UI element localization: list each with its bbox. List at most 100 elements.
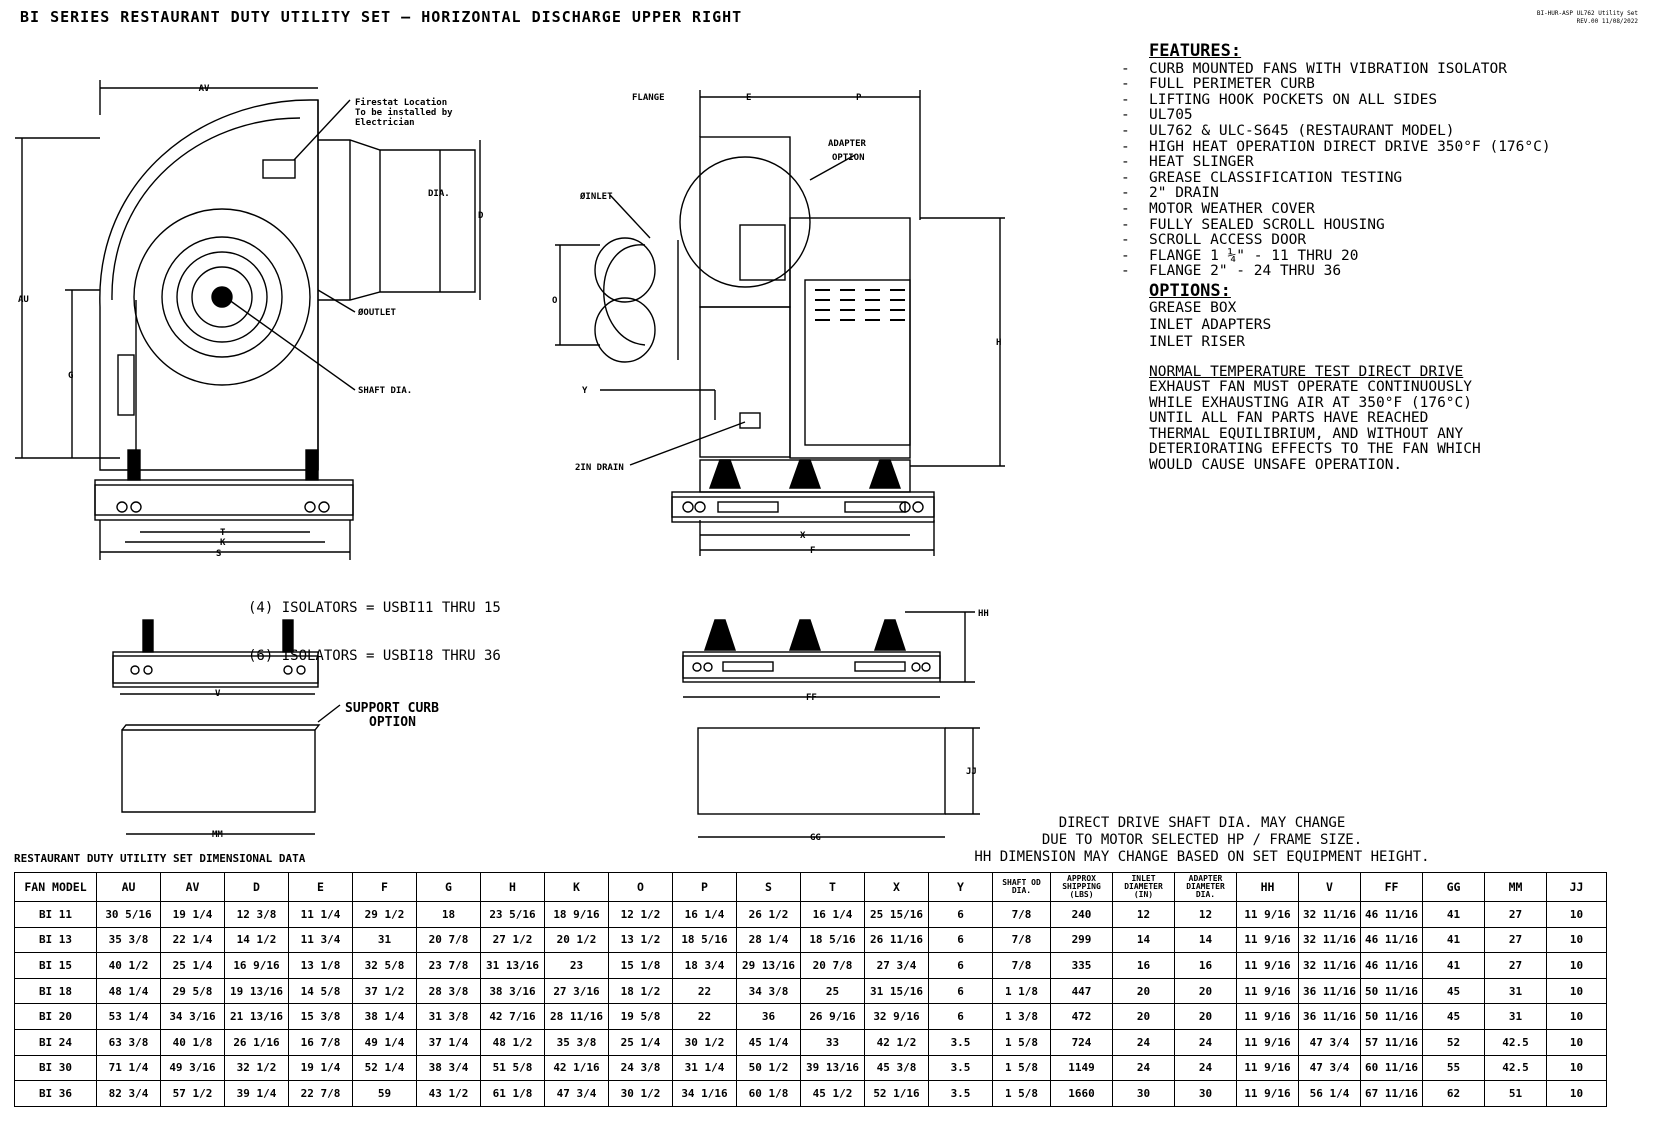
- table-cell: 57 1/2: [160, 1080, 225, 1107]
- table-cell: 48 1/2: [480, 1028, 545, 1056]
- features-heading: FEATURES:: [1149, 41, 1242, 61]
- label-inlet: ØINLET: [579, 191, 613, 202]
- isolator-line: (4) ISOLATORS = USBI11 THRU 15: [248, 600, 501, 616]
- header-cell: D: [224, 872, 289, 902]
- feature-item: -MOTOR WEATHER COVER: [1121, 200, 1315, 217]
- label-curb-2: OPTION: [369, 715, 416, 730]
- table-cell: 32 11/16: [1298, 952, 1361, 979]
- page-title: BI SERIES RESTAURANT DUTY UTILITY SET — …: [20, 8, 743, 26]
- table-cell: 12: [1112, 901, 1175, 928]
- table-cell: 11 9/16: [1236, 952, 1299, 979]
- table-cell: 51 5/8: [480, 1054, 545, 1082]
- table-cell: 10: [1546, 952, 1607, 979]
- table-cell: 1660: [1050, 1080, 1113, 1107]
- label-flange: FLANGE: [632, 93, 665, 103]
- table-cell: 61 1/8: [480, 1080, 545, 1107]
- table-cell: 42 7/16: [480, 1003, 545, 1030]
- table-cell: 1 1/8: [992, 977, 1051, 1005]
- table-cell: 55: [1422, 1054, 1485, 1082]
- table-cell: 51: [1484, 1080, 1547, 1107]
- table-cell: 724: [1050, 1028, 1113, 1056]
- header-cell: MM: [1484, 872, 1547, 902]
- table-cell: 25: [800, 977, 865, 1005]
- table-cell: 47 3/4: [544, 1080, 609, 1107]
- label-firestat-3: Electrician: [355, 117, 415, 128]
- table-cell: 45 3/8: [864, 1054, 929, 1082]
- table-cell: 31: [1484, 1003, 1547, 1030]
- feature-item: -HEAT SLINGER: [1121, 154, 1254, 171]
- table-cell: 52 1/4: [352, 1054, 417, 1082]
- feature-item: -FLANGE 1 ¼" - 11 THRU 20: [1121, 247, 1359, 264]
- table-cell: 40 1/8: [160, 1028, 225, 1056]
- label-ff: FF: [806, 693, 817, 703]
- table-cell: 24: [1112, 1054, 1175, 1082]
- table-cell: 49 1/4: [352, 1028, 417, 1056]
- table-cell: 26 1/16: [224, 1028, 289, 1056]
- table-cell: 39 1/4: [224, 1080, 289, 1107]
- table-cell: 38 1/4: [352, 1003, 417, 1030]
- header-cell: HH: [1236, 872, 1299, 902]
- table-cell: 12 1/2: [608, 901, 673, 928]
- table-cell: 11 9/16: [1236, 1003, 1299, 1030]
- table-cell: 472: [1050, 1003, 1113, 1030]
- table-cell: 11 1/4: [288, 901, 353, 928]
- table-cell: 21 13/16: [224, 1003, 289, 1030]
- table-cell: 45: [1422, 1003, 1485, 1030]
- table-cell: 46 11/16: [1360, 901, 1423, 928]
- options-heading: OPTIONS:: [1149, 280, 1231, 301]
- table-cell: 18 5/16: [672, 926, 737, 954]
- header-cell: INLET DIAMETER (IN): [1112, 872, 1175, 902]
- table-cell: 10: [1546, 1054, 1607, 1082]
- table-cell: 447: [1050, 977, 1113, 1005]
- table-cell: 52: [1422, 1028, 1485, 1056]
- feature-item: -HIGH HEAT OPERATION DIRECT DRIVE 350°F …: [1121, 138, 1551, 155]
- label-hh: HH: [978, 609, 989, 619]
- note-heading: NORMAL TEMPERATURE TEST DIRECT DRIVE: [1149, 363, 1464, 380]
- table-cell: 26 11/16: [864, 926, 929, 954]
- table-cell: 31 15/16: [864, 977, 929, 1005]
- revision-block: BI-HUR-ASP UL762 Utility Set REV.00 11/0…: [1537, 10, 1638, 26]
- label-mm: MM: [212, 830, 223, 840]
- table-cell: 10: [1546, 926, 1607, 954]
- header-cell: E: [288, 872, 353, 902]
- label-o: O: [552, 296, 558, 306]
- table-cell: 45 1/2: [800, 1080, 865, 1107]
- note-line: DETERIORATING EFFECTS TO THE FAN WHICH: [1149, 441, 1481, 458]
- table-cell: 30 1/2: [672, 1028, 737, 1056]
- table-cell: 3.5: [928, 1080, 993, 1107]
- table-cell: 13 1/8: [288, 952, 353, 979]
- table-cell: 32 9/16: [864, 1003, 929, 1030]
- table-cell: 32 11/16: [1298, 901, 1361, 928]
- table-cell: 22 1/4: [160, 926, 225, 954]
- label-f: F: [810, 546, 815, 556]
- fan-model-cell: BI 13: [14, 926, 97, 954]
- label-h: H: [996, 338, 1001, 348]
- table-cell: 31 3/8: [416, 1003, 481, 1030]
- feature-item: -FULL PERIMETER CURB: [1121, 76, 1315, 93]
- table-cell: 43 1/2: [416, 1080, 481, 1107]
- table-cell: 13 1/2: [608, 926, 673, 954]
- note-line: WHILE EXHAUSTING AIR AT 350°F (176°C): [1149, 394, 1473, 411]
- table-cell: 25 1/4: [608, 1028, 673, 1056]
- table-cell: 18 9/16: [544, 901, 609, 928]
- header-cell: H: [480, 872, 545, 902]
- feature-item: -UL705: [1121, 107, 1193, 124]
- table-cell: 11 3/4: [288, 926, 353, 954]
- table-cell: 31: [1484, 977, 1547, 1005]
- table-cell: 29 5/8: [160, 977, 225, 1005]
- label-x: X: [800, 531, 806, 541]
- table-cell: 20: [1174, 1003, 1237, 1030]
- table-cell: 56 1/4: [1298, 1080, 1361, 1107]
- note-line: THERMAL EQUILIBRIUM, AND WITHOUT ANY: [1149, 425, 1464, 442]
- label-au: AU: [18, 295, 29, 305]
- table-cell: 23: [544, 952, 609, 979]
- table-cell: 46 11/16: [1360, 952, 1423, 979]
- fan-model-cell: BI 11: [14, 901, 97, 928]
- label-s: S: [216, 549, 221, 559]
- table-cell: 26 1/2: [736, 901, 801, 928]
- table-cell: 19 1/4: [160, 901, 225, 928]
